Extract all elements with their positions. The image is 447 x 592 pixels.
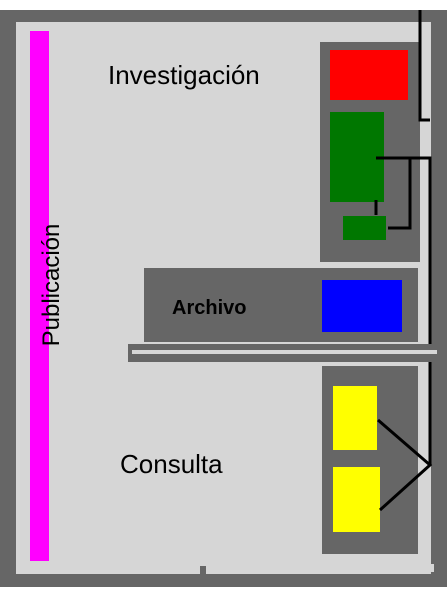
investigacion-wire-middle [376, 156, 412, 230]
consulta-yellow-block-bottom [333, 467, 380, 532]
bottom-wall-gap [204, 564, 434, 572]
consulta-label: Consulta [120, 449, 223, 479]
main-wire [410, 156, 432, 465]
bottom-door-ledge [200, 566, 206, 587]
archivo-label: Archivo [172, 297, 247, 319]
consulta-yellow-block-top [333, 386, 377, 450]
divider-shelf-highlight [132, 350, 437, 354]
investigacion-small-green-block [343, 216, 386, 240]
investigacion-wire-top [418, 10, 430, 122]
publicacion-label: Publicación [38, 223, 65, 347]
investigacion-label: Investigación [108, 60, 260, 90]
archivo-blue-block [322, 280, 402, 332]
consulta-wire [377, 418, 433, 512]
investigacion-green-block [330, 112, 384, 202]
investigacion-red-block [330, 50, 408, 100]
publicacion-bar [30, 31, 49, 561]
